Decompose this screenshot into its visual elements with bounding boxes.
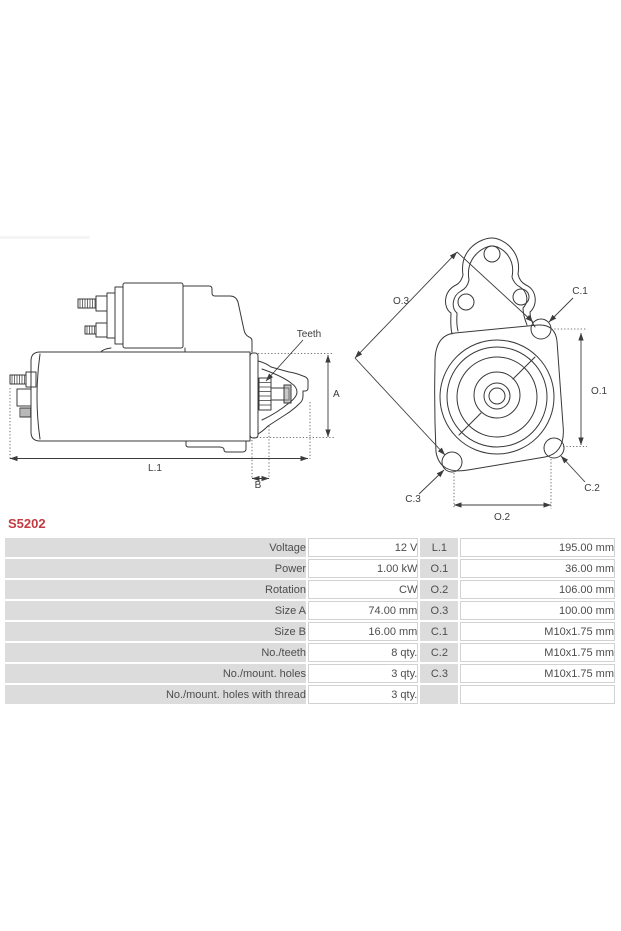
- rear-block: [16, 388, 32, 407]
- pinion-gear: [258, 377, 292, 411]
- spec-value-cell: M10x1.75 mm: [460, 643, 615, 662]
- upper-housing: [182, 285, 253, 353]
- spec-table: Voltage 12 V L.1 195.00 mm Power 1.00 kW…: [3, 536, 617, 706]
- mount-hole-c3: [441, 451, 463, 473]
- spec-value-cell: 1.00 kW: [307, 559, 419, 578]
- spec-value-cell: M10x1.75 mm: [460, 622, 615, 641]
- motor-body: [30, 351, 251, 453]
- teeth-leader-line: [265, 339, 304, 382]
- dim-label-o3: O.3: [393, 296, 410, 307]
- spec-value-cell: CW: [307, 580, 419, 599]
- dim-label-o1: O.1: [591, 386, 608, 397]
- spec-label-cell: Voltage: [5, 538, 306, 557]
- spec-key-cell: [420, 685, 459, 704]
- spec-row: Size B 16.00 mm C.1 M10x1.75 mm: [5, 622, 615, 641]
- dim-label-c2: C.2: [584, 483, 600, 494]
- spec-value-cell: 106.00 mm: [460, 580, 615, 599]
- part-number: S5202: [8, 516, 46, 531]
- watermark-artifact: [0, 236, 90, 239]
- spec-value-cell: 195.00 mm: [460, 538, 615, 557]
- spec-label-cell: No./mount. holes: [5, 664, 306, 683]
- spec-row: No./teeth 8 qty. C.2 M10x1.75 mm: [5, 643, 615, 662]
- spec-key-cell: O.3: [420, 601, 459, 620]
- spec-label-cell: Rotation: [5, 580, 306, 599]
- solenoid: [77, 282, 186, 353]
- spec-row: Size A 74.00 mm O.3 100.00 mm: [5, 601, 615, 620]
- dim-label-l1: L.1: [148, 463, 162, 474]
- spec-value-cell: M10x1.75 mm: [460, 664, 615, 683]
- spec-label-cell: Size A: [5, 601, 306, 620]
- dim-label-c1: C.1: [572, 286, 588, 297]
- spec-value-cell: 36.00 mm: [460, 559, 615, 578]
- spec-value-cell: 100.00 mm: [460, 601, 615, 620]
- spec-key-cell: C.3: [420, 664, 459, 683]
- spec-row: No./mount. holes with thread 3 qty.: [5, 685, 615, 704]
- spec-value-cell: 8 qty.: [307, 643, 419, 662]
- mounting-flange: [434, 324, 564, 472]
- spec-key-cell: O.1: [420, 559, 459, 578]
- spec-key-cell: L.1: [420, 538, 459, 557]
- side-view-drawing: L.1 B A Teeth: [9, 282, 340, 491]
- spec-value-cell: 16.00 mm: [307, 622, 419, 641]
- spec-value-cell: 12 V: [307, 538, 419, 557]
- spec-label-cell: Power: [5, 559, 306, 578]
- spec-row: Rotation CW O.2 106.00 mm: [5, 580, 615, 599]
- mount-hole-c2: [543, 437, 565, 459]
- teeth-label: Teeth: [297, 329, 321, 340]
- spec-value-cell: 3 qty.: [307, 685, 419, 704]
- spec-row: No./mount. holes 3 qty. C.3 M10x1.75 mm: [5, 664, 615, 683]
- spec-label-cell: Size B: [5, 622, 306, 641]
- rear-stud-lower: [19, 407, 32, 418]
- spec-label-cell: No./teeth: [5, 643, 306, 662]
- spec-label-cell: No./mount. holes with thread: [5, 685, 306, 704]
- spec-value-cell: 74.00 mm: [307, 601, 419, 620]
- bearing-circles: [439, 339, 555, 455]
- c3-leader-line: [418, 469, 445, 495]
- rear-stud-upper: [9, 371, 37, 388]
- solenoid-face-outline: [445, 237, 536, 335]
- spec-key-cell: C.1: [420, 622, 459, 641]
- dim-label-o2: O.2: [494, 512, 511, 523]
- front-view-drawing: O.3 O.1 O.2 C.1 C.2 C.3: [354, 237, 608, 523]
- spec-row: Power 1.00 kW O.1 36.00 mm: [5, 559, 615, 578]
- spec-value-cell: 3 qty.: [307, 664, 419, 683]
- c1-leader-line: [548, 297, 574, 323]
- spec-row: Voltage 12 V L.1 195.00 mm: [5, 538, 615, 557]
- dim-label-b: B: [255, 480, 262, 491]
- spec-key-cell: O.2: [420, 580, 459, 599]
- c2-leader-line: [560, 455, 586, 483]
- mount-hole-c1: [530, 318, 552, 340]
- spec-key-cell: C.2: [420, 643, 459, 662]
- spec-value-cell: [460, 685, 615, 704]
- dim-line-o3: [354, 251, 458, 359]
- dim-label-c3: C.3: [405, 494, 421, 505]
- drive-end-housing: [249, 352, 309, 439]
- dim-label-a: A: [333, 389, 340, 400]
